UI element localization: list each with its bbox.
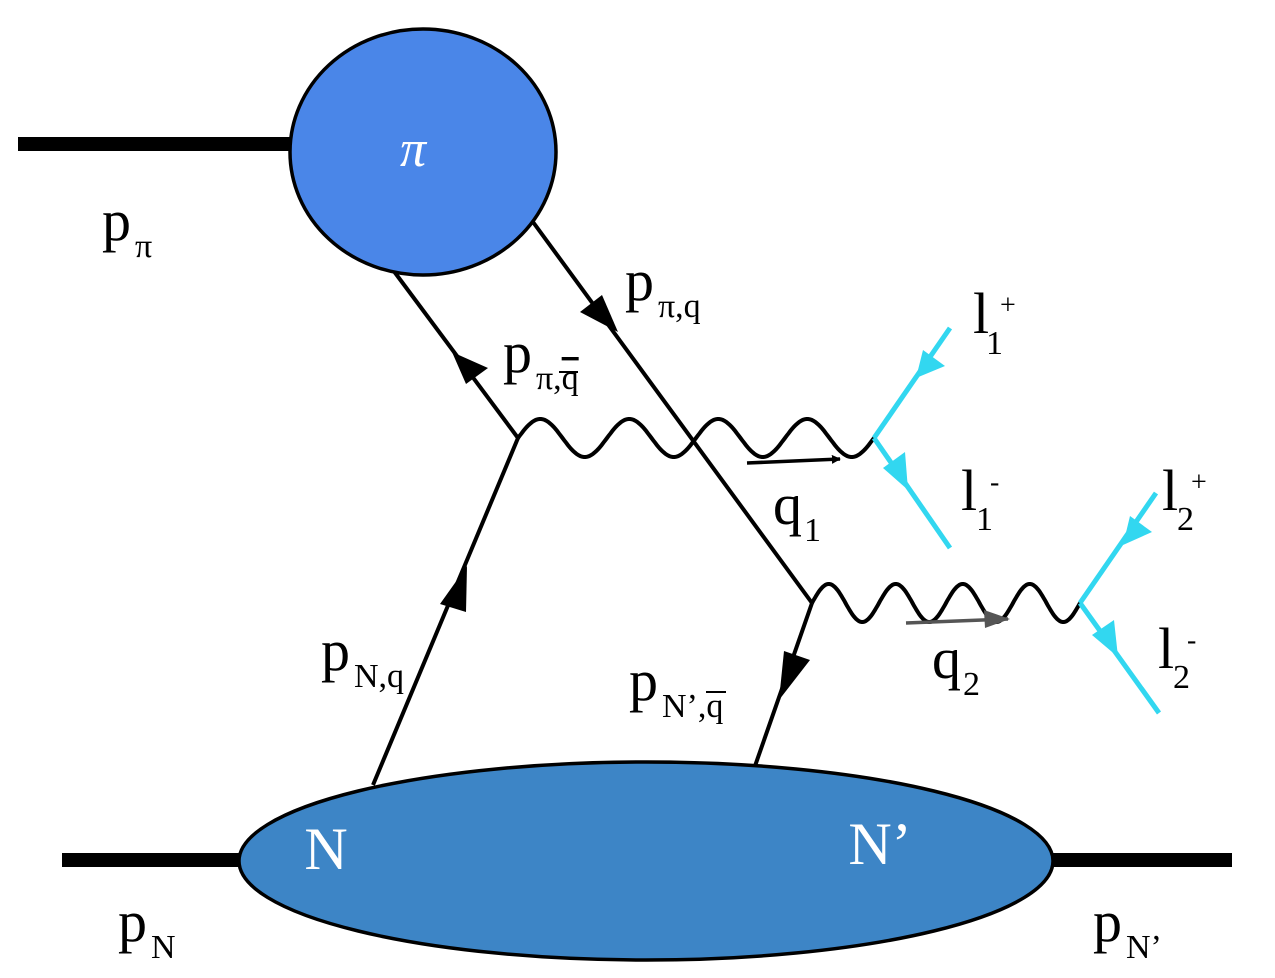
lepton-line-l2-minus <box>1077 601 1162 715</box>
label-l1-minus-sub: 1 <box>976 501 993 538</box>
label-l2-plus: l <box>1162 458 1178 523</box>
lepton-pair-1 <box>871 326 953 550</box>
q2-arrowhead <box>984 610 1010 628</box>
arrowhead-pi-qbar <box>452 352 488 384</box>
label-l1-plus-sub: 1 <box>986 325 1003 362</box>
nucleon-blob-label-Nprime: N’ <box>848 811 911 877</box>
label-l1-minus: l <box>961 458 977 523</box>
nucleon-blob-label-N: N <box>304 816 347 882</box>
photon-q1 <box>516 417 876 459</box>
pion-blob <box>288 27 558 277</box>
label-l2-minus: l <box>1158 616 1174 681</box>
nucleon-blob <box>237 760 1055 962</box>
label-l2-plus-sub: 2 <box>1177 501 1194 538</box>
photon-q2 <box>810 582 1082 624</box>
q1-momentum-arrow <box>746 454 841 465</box>
label-l2-plus-sup: + <box>1191 467 1207 498</box>
arrowhead-l1-plus <box>916 350 945 378</box>
label-q1: q1 <box>773 472 821 549</box>
arrowhead-Nprime-qbar <box>779 651 810 700</box>
lepton-line-l1-plus <box>871 326 953 440</box>
label-q2: q2 <box>932 626 980 703</box>
lepton-line-l2-plus <box>1077 491 1159 605</box>
label-l1-plus: l <box>973 281 989 346</box>
arrowhead-l2-minus <box>1092 620 1118 657</box>
arrowhead-N-q <box>440 566 467 612</box>
quark-line-N-q <box>371 437 520 786</box>
label-l1-minus-sup: - <box>990 467 999 498</box>
pion-blob-label: π <box>400 121 428 178</box>
lepton-line-l1-minus <box>871 436 953 550</box>
quark-line-pi-q <box>531 220 814 605</box>
label-l2-minus-sup: - <box>1187 625 1196 656</box>
label-l2-minus-sub: 2 <box>1173 659 1190 696</box>
arrowhead-pi-q <box>580 295 618 332</box>
arrowhead-l2-plus <box>1123 516 1152 545</box>
label-l1-plus-sup: + <box>1000 290 1016 321</box>
arrowhead-l1-minus <box>883 452 908 490</box>
lepton-pair-2 <box>1077 491 1162 715</box>
